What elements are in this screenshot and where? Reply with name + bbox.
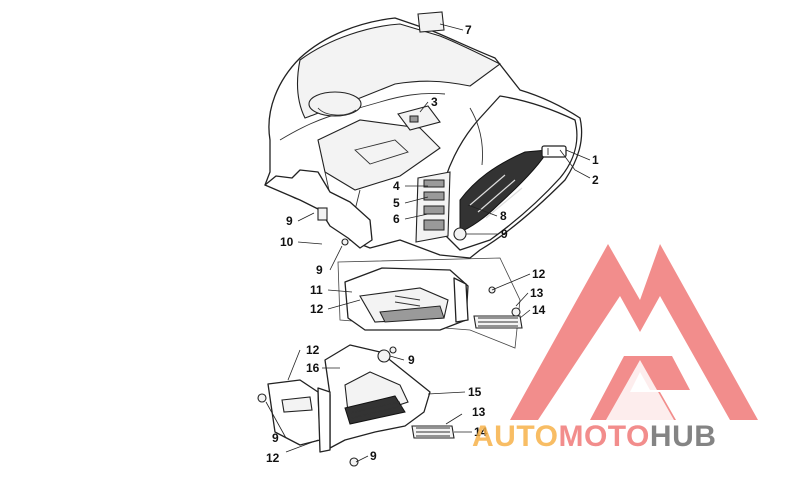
callout-14: 14: [474, 425, 488, 439]
callout-13: 13: [472, 405, 486, 419]
callout-12: 12: [266, 451, 280, 465]
callout-labels: 7 3 1 2 4 5 6 8 9 9 10 9 12 11 13 12 14 …: [266, 23, 599, 465]
decal-7-plate: [417, 11, 445, 33]
callout-3: 3: [431, 95, 438, 109]
callout-7: 7: [465, 23, 472, 37]
callout-9: 9: [408, 353, 415, 367]
rear-fender-assembly: [264, 17, 583, 259]
center-footwell: [337, 257, 521, 349]
automotohub-watermark: AUTOMOTOHUB: [472, 244, 758, 453]
leader-lines: [265, 23, 591, 463]
callout-1: 1: [592, 153, 599, 167]
callout-13: 13: [530, 286, 544, 300]
callout-8: 8: [500, 209, 507, 223]
callout-4: 4: [393, 179, 400, 193]
watermark-triangle-logo: [510, 244, 758, 420]
callout-11: 11: [310, 283, 323, 297]
callout-6: 6: [393, 212, 400, 226]
callout-5: 5: [393, 196, 400, 210]
callout-14: 14: [532, 303, 546, 317]
callout-9: 9: [316, 263, 323, 277]
callout-12: 12: [532, 267, 546, 281]
callout-9: 9: [272, 431, 279, 445]
footpeg-14-upper: [473, 286, 523, 329]
callout-9: 9: [501, 227, 508, 241]
callout-9: 9: [370, 449, 377, 463]
lower-footwell: [267, 344, 431, 467]
callout-10: 10: [280, 235, 294, 249]
callout-12: 12: [310, 302, 324, 316]
callout-12: 12: [306, 343, 320, 357]
callout-16: 16: [306, 361, 320, 375]
callout-9: 9: [286, 214, 293, 228]
footpeg-14-lower: [257, 393, 455, 439]
callout-2: 2: [592, 173, 599, 187]
watermark-text: AUTOMOTOHUB: [472, 420, 716, 453]
callout-15: 15: [468, 385, 482, 399]
